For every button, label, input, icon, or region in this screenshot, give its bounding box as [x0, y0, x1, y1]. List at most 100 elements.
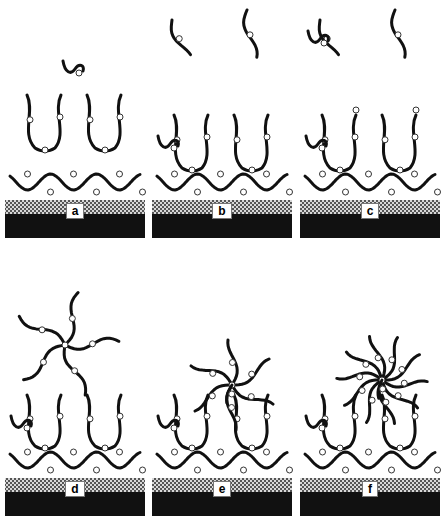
panel-letter: a [66, 203, 85, 219]
functional-group [352, 413, 358, 419]
functional-group [389, 467, 395, 473]
functional-group [172, 449, 178, 455]
functional-group [247, 32, 253, 38]
functional-group [89, 341, 95, 347]
panel-letter: f [362, 481, 378, 497]
functional-group [87, 117, 93, 123]
functional-group [353, 107, 359, 113]
functional-group [171, 425, 177, 431]
functional-group [117, 171, 123, 177]
functional-group [412, 171, 418, 177]
functional-group [94, 467, 100, 473]
functional-group [241, 467, 247, 473]
functional-group [102, 147, 108, 153]
functional-group [320, 449, 326, 455]
polymer-chain [27, 95, 61, 151]
functional-group [25, 449, 31, 455]
functional-group [264, 134, 270, 140]
functional-group [25, 171, 31, 177]
polymer-chain [234, 115, 268, 171]
functional-group [337, 167, 343, 173]
polymer-chain [19, 316, 65, 345]
functional-group [357, 374, 363, 380]
polymer-chain [392, 10, 406, 57]
functional-group [140, 189, 146, 195]
functional-group [264, 171, 270, 177]
functional-group [412, 134, 418, 140]
polymer-chain [65, 293, 78, 345]
functional-group [94, 189, 100, 195]
functional-group [366, 171, 372, 177]
functional-group [189, 445, 195, 451]
functional-group [397, 167, 403, 173]
functional-group [337, 445, 343, 451]
functional-group [352, 134, 358, 140]
functional-group [389, 357, 395, 363]
functional-group [27, 117, 33, 123]
functional-group [264, 449, 270, 455]
functional-group [229, 360, 235, 366]
functional-group [39, 327, 45, 333]
functional-group [117, 114, 123, 120]
functional-group [24, 425, 30, 431]
functional-group [241, 189, 247, 195]
functional-group [382, 416, 388, 422]
functional-group [171, 145, 177, 151]
polymer-chain [87, 395, 121, 449]
panel-letter: b [212, 203, 231, 219]
functional-group [321, 40, 327, 46]
functional-group [399, 366, 405, 372]
functional-group [229, 391, 235, 397]
polymer-chain [345, 380, 383, 405]
polymer-chain [367, 380, 383, 423]
functional-group [413, 107, 419, 113]
functional-group [375, 355, 381, 361]
functional-group [189, 167, 195, 173]
polymer-chain [24, 345, 65, 380]
functional-group [401, 380, 407, 386]
functional-group [204, 134, 210, 140]
polymer-chain [382, 355, 420, 380]
functional-group [72, 368, 78, 374]
polymer-chain [64, 345, 85, 395]
functional-group [76, 70, 82, 76]
functional-group [412, 449, 418, 455]
functional-group [140, 467, 146, 473]
functional-group [176, 36, 182, 42]
polymer-chain [382, 380, 418, 408]
functional-group [195, 467, 201, 473]
functional-group [48, 467, 54, 473]
polymer-chain [370, 337, 385, 381]
panel-letter: d [65, 481, 84, 497]
functional-group [210, 370, 216, 376]
functional-group [71, 171, 77, 177]
functional-group [382, 137, 388, 143]
functional-group [249, 167, 255, 173]
polymer-chain [65, 338, 119, 349]
functional-group [343, 467, 349, 473]
polymer-chain [382, 115, 416, 171]
functional-group [57, 114, 63, 120]
functional-group [395, 393, 401, 399]
polymer-chain [382, 380, 427, 387]
polymer-chain [232, 359, 269, 385]
functional-group [435, 189, 441, 195]
polymer-chain [346, 352, 382, 380]
functional-group [287, 189, 293, 195]
functional-group [412, 413, 418, 419]
functional-group [395, 32, 401, 38]
functional-group [40, 359, 46, 365]
functional-group [234, 137, 240, 143]
functional-group [48, 189, 54, 195]
functional-group [69, 316, 75, 322]
functional-group [248, 394, 254, 400]
panel-letter: e [213, 481, 232, 497]
polymer-chain [228, 340, 237, 385]
functional-group [62, 342, 68, 348]
functional-group [117, 449, 123, 455]
polymer-chain [195, 385, 232, 411]
functional-group [42, 147, 48, 153]
polymer-chain [87, 95, 121, 151]
functional-group [195, 189, 201, 195]
functional-group [264, 413, 270, 419]
